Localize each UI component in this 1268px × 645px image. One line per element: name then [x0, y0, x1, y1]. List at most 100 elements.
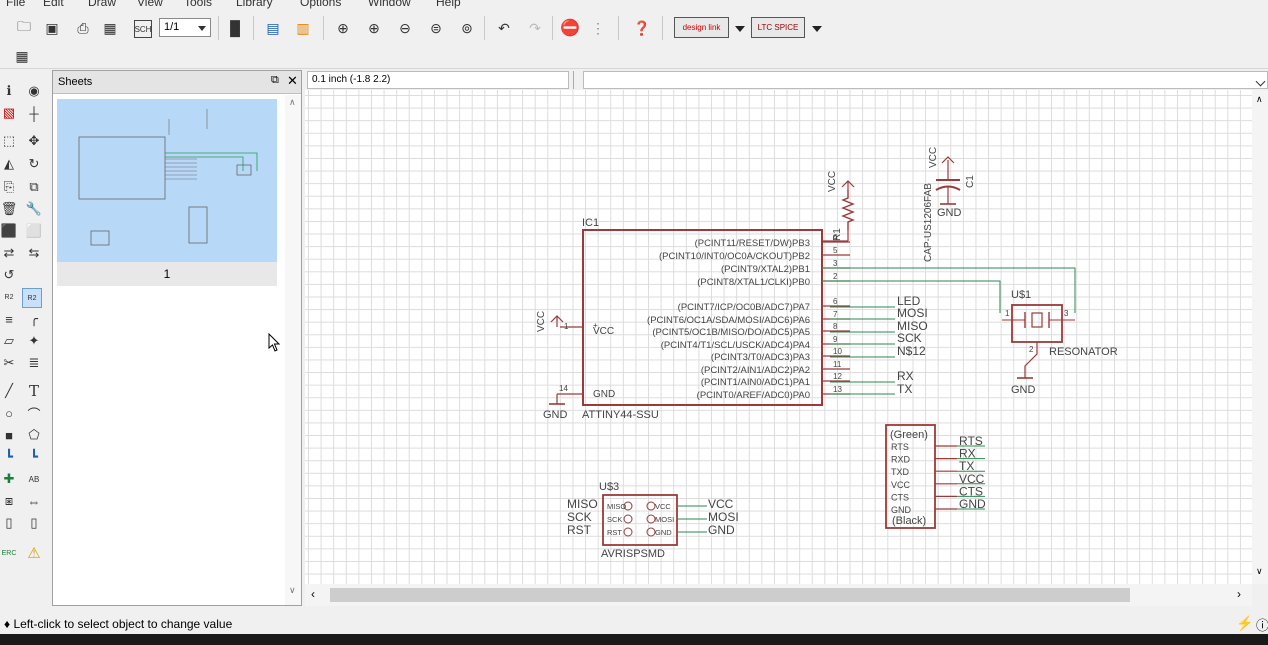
display-icon[interactable]: ▧	[2, 105, 16, 120]
modules-icon[interactable]: ▯	[30, 515, 38, 530]
align-icon[interactable]: ≣	[28, 355, 40, 370]
menu-edit[interactable]: Edit	[43, 0, 64, 9]
invoke-icon[interactable]: ↺	[3, 267, 15, 282]
rotate-icon[interactable]: ↻	[28, 156, 40, 171]
info-icon[interactable]: ℹ	[6, 83, 12, 98]
zoom-in-icon[interactable]: ⊕	[368, 19, 380, 36]
designlink-dropdown-icon[interactable]	[735, 26, 745, 32]
resistor-r1[interactable]	[841, 190, 855, 230]
show-icon[interactable]: ◉	[28, 83, 40, 98]
horizontal-scroll-thumb[interactable]	[330, 588, 1130, 602]
menu-draw[interactable]: Draw	[88, 0, 117, 9]
move-icon[interactable]: ✥	[28, 133, 40, 148]
ulp-icon[interactable]: ▥	[296, 19, 310, 36]
cam-icon[interactable]: ▦	[103, 19, 117, 36]
undo-icon[interactable]: ↶	[498, 19, 510, 36]
print-icon[interactable]: ⎙	[77, 19, 89, 36]
ic-pin-label: (PCINT3/T0/ADC3)PA3	[711, 352, 810, 363]
go-icon[interactable]: ⋮	[591, 19, 605, 36]
mirror-icon[interactable]: ◭	[4, 156, 14, 171]
canvas-vertical-scrollbar[interactable]: ∧ ∨	[1252, 90, 1268, 584]
pinswap-icon[interactable]: ⇄	[3, 245, 15, 260]
menu-window[interactable]: Window	[368, 0, 411, 9]
menu-options[interactable]: Options	[300, 0, 342, 9]
attribute-icon[interactable]: ⧆	[4, 493, 14, 508]
grid-icon[interactable]: ▦	[15, 47, 29, 64]
gateswap-icon[interactable]: ⇆	[28, 245, 40, 260]
ic-pin-number: 13	[833, 385, 842, 394]
lightning-icon[interactable]: ⚡	[1236, 615, 1254, 631]
circle-icon[interactable]: ○	[5, 405, 13, 421]
menu-help[interactable]: Help	[436, 0, 461, 9]
scroll-up-icon[interactable]: ∧	[1256, 94, 1263, 104]
wrench-icon[interactable]: 🔧	[25, 201, 43, 216]
optimize-icon[interactable]: ✦	[28, 333, 40, 348]
label-icon[interactable]: AB	[28, 474, 40, 484]
ftdi-header[interactable]	[885, 424, 936, 529]
zoom-fit-icon[interactable]: ⊕	[337, 19, 349, 36]
board-switch-icon[interactable]: SCH	[134, 20, 152, 38]
designlink-button[interactable]: design link	[674, 17, 729, 38]
polygon-icon[interactable]: ⬠	[28, 427, 40, 442]
command-input[interactable]	[583, 71, 1268, 89]
rect-icon[interactable]: ■	[5, 427, 13, 443]
stop-icon[interactable]: ⛔	[560, 20, 580, 37]
mark-icon[interactable]: ┼	[29, 105, 39, 121]
script-icon[interactable]: ▤	[266, 19, 280, 36]
canvas-horizontal-scrollbar[interactable]: ‹ ›	[305, 584, 1252, 606]
scroll-up-icon[interactable]: ∧	[289, 97, 296, 107]
avrisp-header[interactable]	[602, 494, 678, 546]
redo-icon[interactable]: ↷	[529, 19, 541, 36]
sheets-panel-scrollbar[interactable]: ∧ ∨	[285, 95, 301, 605]
zoom-redraw-icon[interactable]: ⊜	[430, 19, 442, 36]
paste-icon[interactable]: ⧉	[29, 179, 39, 194]
split-icon[interactable]: ▱	[4, 333, 14, 348]
arc-icon[interactable]: ⌒	[27, 406, 41, 422]
scroll-right-icon[interactable]: ›	[1237, 587, 1241, 601]
warning-icon[interactable]: ⚠	[27, 545, 41, 562]
delete-icon[interactable]: 🗑	[0, 201, 18, 216]
bus-icon[interactable]: ┗	[30, 449, 38, 464]
help-icon[interactable]: ❓	[633, 19, 651, 36]
close-icon[interactable]: ✕	[287, 73, 298, 88]
sheet-select[interactable]: 1/1	[159, 18, 211, 37]
miter-icon[interactable]: ╭	[30, 311, 38, 326]
select-icon[interactable]: ⬚	[2, 133, 16, 148]
zoom-select-icon[interactable]: ⊚	[461, 19, 473, 36]
dimension-icon[interactable]: ⇔	[27, 493, 41, 509]
sheet-thumbnail[interactable]	[57, 99, 277, 262]
library-icon[interactable]: ▐▌	[225, 20, 245, 36]
menu-library[interactable]: Library	[236, 0, 273, 9]
replace-icon[interactable]: ⬜	[25, 223, 43, 238]
zoom-out-icon[interactable]: ⊖	[399, 19, 411, 36]
scroll-down-icon[interactable]: ∨	[289, 585, 296, 595]
ltspice-button[interactable]: LTC SPICE	[751, 17, 805, 38]
resonator-u1[interactable]	[1011, 304, 1063, 343]
open-icon[interactable]: 🗀	[17, 18, 31, 34]
menu-tools[interactable]: Tools	[184, 0, 213, 9]
scroll-left-icon[interactable]: ‹	[311, 587, 315, 601]
frame-icon[interactable]: ▯	[5, 515, 13, 530]
wire-icon[interactable]: ╱	[5, 383, 13, 398]
ic-body[interactable]	[582, 229, 823, 406]
undock-icon[interactable]: ⧉	[271, 74, 279, 86]
add-part-icon[interactable]: ⬛	[0, 223, 18, 238]
save-icon[interactable]: ▣	[45, 19, 59, 36]
junction-icon[interactable]: ✚	[3, 471, 15, 486]
slice-icon[interactable]: ✂	[3, 355, 15, 370]
menu-view[interactable]: View	[137, 0, 163, 9]
info-status-icon[interactable]: ⓘ	[1256, 618, 1268, 633]
name-icon[interactable]: R2	[4, 293, 14, 301]
ltspice-dropdown-icon[interactable]	[812, 26, 822, 32]
avr-left-net-label: SCK	[567, 510, 592, 524]
erc-icon[interactable]: ERC	[1, 549, 17, 557]
net-icon[interactable]: ┗	[5, 449, 13, 464]
copy-icon[interactable]: ⎘	[3, 179, 15, 194]
value-icon[interactable]: R2	[22, 288, 42, 308]
toolbar-separator	[618, 16, 619, 40]
smash-icon[interactable]: ≡	[5, 311, 13, 327]
menu-file[interactable]: File	[6, 0, 26, 9]
text-icon[interactable]: T	[28, 382, 39, 400]
scroll-down-icon[interactable]: ∨	[1256, 566, 1263, 576]
